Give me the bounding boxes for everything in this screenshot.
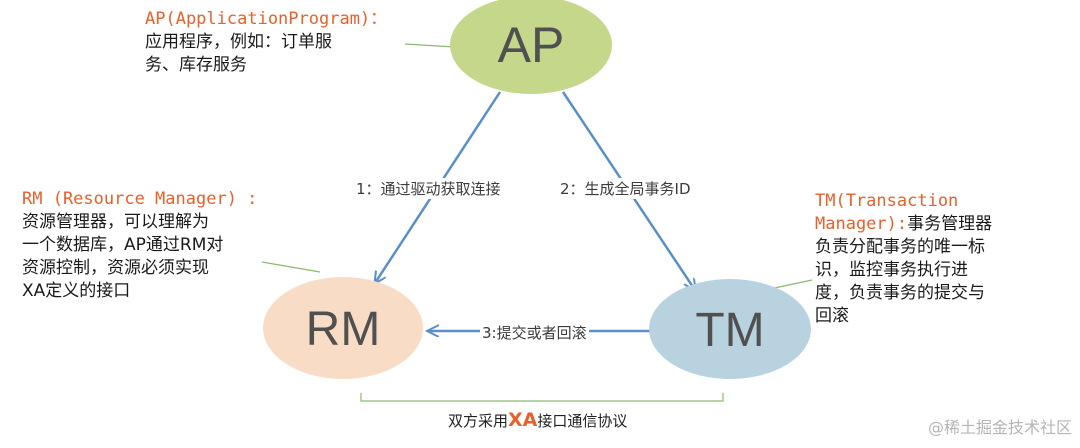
tm-note-title-2: Manager): (815, 214, 908, 234)
rm-note-line-3: 资源控制，资源必须实现 (22, 258, 209, 278)
ap-node (450, 0, 612, 94)
ap-note-leader (404, 43, 456, 48)
rm-note-leader (261, 261, 321, 273)
tm-note-title-tail: 事务管理器 (907, 214, 993, 234)
protocol-label-prefix: 双方采用 (448, 412, 509, 430)
watermark: @稀土掘金技术社区 (927, 418, 1072, 437)
rm-note-line-1: 资源管理器，可以理解为 (22, 212, 209, 232)
protocol-label-highlight: XA (508, 409, 538, 431)
ap-node-label: AP (498, 17, 565, 73)
ap-note-line-2: 务、库存服务 (145, 55, 247, 75)
tm-node-label: TM (695, 304, 764, 357)
protocol-label: 双方采用XA接口通信协议 (448, 409, 627, 431)
tm-note-line-1: 负责分配事务的唯一标 (815, 237, 985, 257)
rm-node-label: RM (306, 303, 381, 356)
tm-note-line-3: 度，负责事务的提交与 (815, 283, 985, 303)
edge-tm-rm-label: 3:提交或者回滚 (480, 322, 589, 343)
edge-ap-rm-label: 1：通过驱动获取连接 (356, 178, 501, 199)
rm-note: RM (Resource Manager) : 资源管理器，可以理解为 一个数据… (22, 188, 257, 303)
rm-note-title: RM (Resource Manager) : (22, 189, 258, 209)
rm-note-line-2: 一个数据库，AP通过RM对 (22, 235, 224, 255)
ap-note-line-1: 应用程序，例如：订单服 (145, 32, 332, 52)
rm-note-line-4: XA定义的接口 (22, 281, 131, 301)
ap-note: AP(ApplicationProgram)： 应用程序，例如：订单服 务、库存… (145, 8, 387, 77)
rm-node (263, 277, 423, 379)
protocol-bracket (360, 393, 724, 402)
tm-note-title-1: TM(Transaction (815, 191, 959, 211)
ap-note-title: AP(ApplicationProgram)： (145, 9, 388, 29)
tm-node (649, 279, 811, 379)
tm-note-line-2: 识，监控事务执行进 (815, 260, 968, 280)
tm-note-line-4: 回滚 (815, 306, 849, 326)
tm-note: TM(Transaction Manager):事务管理器 负责分配事务的唯一标… (815, 190, 992, 328)
protocol-label-suffix: 接口通信协议 (537, 412, 628, 430)
edge-ap-tm-label: 2：生成全局事务ID (560, 178, 691, 199)
